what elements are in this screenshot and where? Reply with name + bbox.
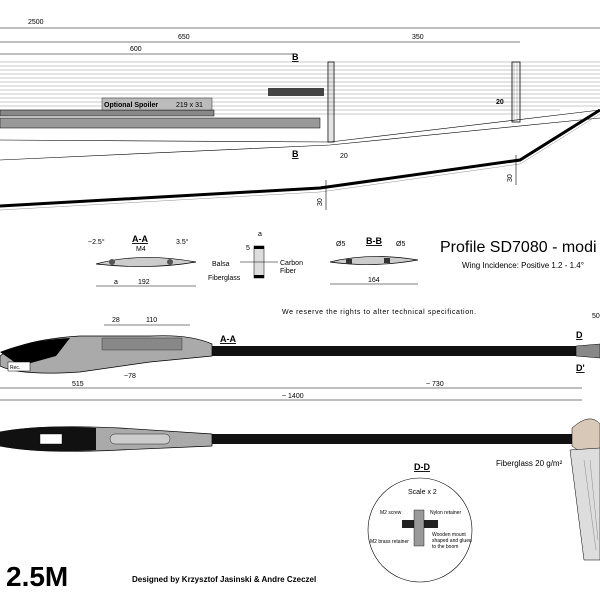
- section-a-mark: A-A: [220, 334, 236, 344]
- model-name: 2.5M: [6, 561, 68, 592]
- balsa-label: Balsa: [212, 261, 230, 268]
- fuselage-top-view: Fiberglass 20 g/m²: [0, 418, 600, 561]
- section-d-mark: D: [576, 330, 583, 340]
- dim-50: 50: [592, 313, 600, 320]
- section-b-mark-bottom: B: [292, 149, 299, 159]
- section-d2-mark: D': [576, 363, 585, 373]
- spoiler-surface: [0, 117, 321, 129]
- dim-28: 28: [112, 317, 120, 324]
- spec-notice: We reserve the rights to alter technical…: [282, 309, 477, 316]
- section-bb-title: B-B: [366, 236, 382, 246]
- spar-detail: a 5 Balsa Fiberglass Carbon Fiber: [208, 231, 303, 282]
- spar-detail-mark: a: [258, 231, 262, 238]
- dim-515: 515: [72, 381, 84, 388]
- tail-boom-top: [212, 434, 572, 444]
- nylon-label: Nylon retainer: [430, 510, 461, 516]
- section-bb-width: 164: [368, 277, 380, 284]
- section-aa-title: A-A: [132, 234, 148, 244]
- designer-credit: Designed by Krzysztof Jasinski & Andre C…: [132, 575, 316, 584]
- detail-dd-circle: [367, 477, 473, 583]
- section-aa: A-A ~2.5° 3.5° M4 a 192: [88, 234, 197, 287]
- dim-root: 600: [130, 46, 142, 53]
- dim-outer: 350: [412, 34, 424, 41]
- fiberglass-note: Fiberglass 20 g/m²: [496, 459, 563, 468]
- detail-dd-scale: Scale x 2: [408, 489, 437, 496]
- dim-110: 110: [146, 317, 157, 324]
- m2-screw-label: M2 screw: [380, 510, 402, 516]
- small-dim: 20: [340, 153, 348, 160]
- carbon-label: Carbon: [280, 260, 303, 267]
- spoiler-size: 219 x 31: [176, 102, 203, 109]
- dim-inner: 650: [178, 34, 190, 41]
- dim-1400: ~ 1400: [282, 393, 304, 400]
- wing-incidence: Wing Incidence: Positive 1.2 - 1.4°: [462, 261, 584, 270]
- section-aa-mark: a: [114, 279, 118, 286]
- section-aa-angle-left: ~2.5°: [88, 238, 105, 246]
- dim-total: 2500: [28, 19, 44, 26]
- tip-joiner: [511, 61, 521, 123]
- root-chord-dim: 30: [317, 198, 324, 206]
- wing-front-view: [0, 108, 600, 208]
- airfoil-bb: [329, 256, 419, 265]
- dim-78: ~78: [124, 373, 136, 380]
- wooden-label-3: to the boom: [432, 544, 458, 550]
- brass-label: M2 brass retainer: [370, 539, 409, 545]
- fiber-label: Fiber: [280, 268, 297, 275]
- rudder-top: [569, 447, 600, 561]
- section-bb-dia-left: Ø5: [336, 241, 345, 248]
- spoiler-label: Optional Spoiler: [104, 102, 158, 109]
- wooden-label-1: Wooden mount: [432, 532, 466, 538]
- profile-title: Profile SD7080 - modi: [440, 239, 597, 256]
- section-b-mark-top: B: [292, 52, 299, 62]
- detail-dd-title: D-D: [414, 462, 430, 472]
- wooden-label-2: shaped and glued: [432, 538, 472, 544]
- dim-730: ~ 730: [426, 381, 444, 388]
- tip-chord-dim: 30: [507, 174, 514, 182]
- section-bb-dia-right: Ø5: [396, 241, 405, 248]
- section-aa-angle-right: 3.5°: [176, 238, 189, 246]
- spar-detail-dim: 5: [246, 245, 250, 252]
- section-bb: B-B Ø5 Ø5 164: [329, 236, 419, 285]
- section-aa-screw: M4: [136, 246, 146, 253]
- detail-dd: D-D Scale x 2 M2 screw Nylon retainer M2…: [367, 462, 473, 583]
- tail-boom-side: [212, 346, 582, 356]
- section-aa-width: 192: [138, 279, 150, 286]
- rx-label: Rec.: [10, 365, 20, 371]
- wing-joiner: [268, 88, 324, 96]
- fiberglass-label: Fiberglass: [208, 275, 241, 282]
- panel-dim: 20: [496, 99, 504, 106]
- wing-plan-view: 2500 650 350 600: [0, 19, 600, 211]
- fuselage-side-view: 28 110 Rec. A-A D D' 50 ~78 515 ~ 730 ~ …: [0, 313, 600, 401]
- spoiler-bay: [0, 109, 215, 117]
